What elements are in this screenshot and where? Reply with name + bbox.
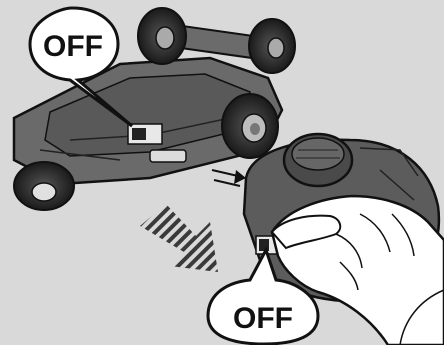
- car-power-switch: [128, 124, 162, 144]
- car-off-label: OFF: [43, 30, 103, 63]
- car-wheel-front-right: [222, 94, 278, 158]
- steering-knob-icon: [284, 134, 352, 186]
- car-wheel-front-left: [14, 162, 74, 210]
- controller-off-label: OFF: [233, 302, 293, 335]
- car-wheel-rear-right: [249, 19, 295, 73]
- car-wheel-rear-left: [138, 8, 186, 64]
- striped-arrow-icon: [140, 204, 218, 272]
